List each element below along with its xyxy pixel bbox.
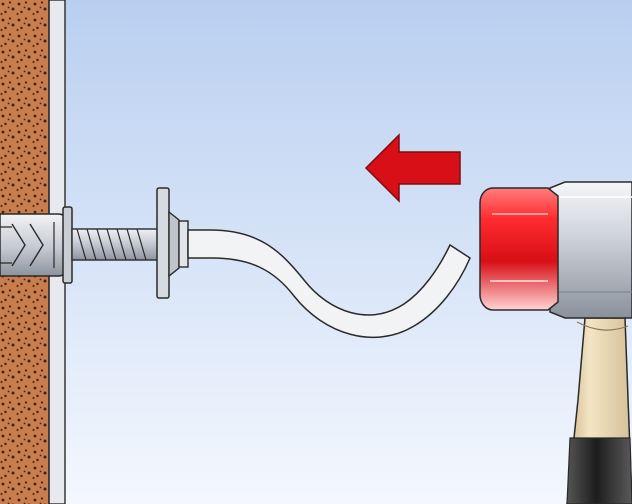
washer-collar xyxy=(156,187,189,299)
direction-arrow xyxy=(364,133,461,203)
hammer-head xyxy=(549,181,632,319)
anchor-plug xyxy=(0,206,73,284)
hammer-face xyxy=(479,187,559,311)
hammer-grip xyxy=(566,437,632,504)
screw-shank xyxy=(71,228,171,261)
hook-bar xyxy=(187,229,471,339)
hammer xyxy=(479,181,632,504)
